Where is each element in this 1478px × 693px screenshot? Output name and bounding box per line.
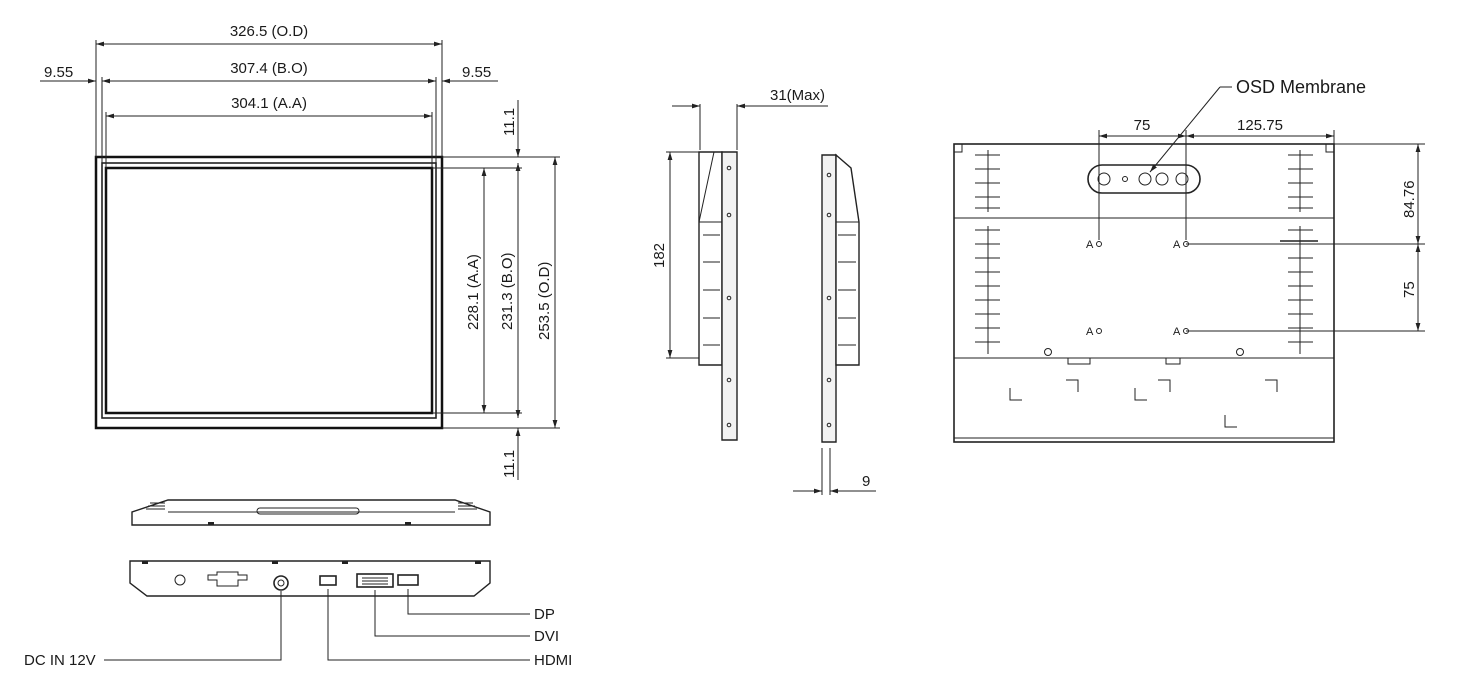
rear-outer-frame	[953, 143, 1335, 443]
front-aa-width-label: 304.1 (A.A)	[231, 95, 307, 112]
rear-vesa-vertical-label: 75	[1401, 281, 1418, 298]
side-thickness-label: 9	[862, 473, 870, 490]
hole-label-2: A	[1173, 239, 1181, 251]
dc-in-port	[273, 575, 289, 591]
osd-right-button	[1175, 172, 1189, 186]
connector-edge-view	[129, 560, 491, 597]
side-depth-label: 31(Max)	[770, 87, 825, 104]
dp-label: DP	[534, 606, 555, 623]
rear-vesa-offset-label: 125.75	[1237, 117, 1283, 134]
hole-label-3: A	[1086, 326, 1094, 338]
side-height-label: 182	[651, 243, 668, 268]
hdmi-label: HDMI	[534, 652, 572, 669]
dc-in-label: DC IN 12V	[24, 652, 96, 669]
hole-label-1: A	[1086, 239, 1094, 251]
osd-menu-button	[1155, 172, 1169, 186]
hdmi-port	[319, 575, 337, 586]
dvi-port	[356, 573, 394, 588]
rear-left-vents	[975, 150, 1000, 354]
vesa-mount-holes: A A A A	[1086, 239, 1189, 338]
rear-vesa-horizontal-label: 75	[1134, 117, 1151, 134]
rear-view: OSD Membrane 75 125.75 A A A A 84.76 75	[953, 77, 1425, 443]
front-view: 326.5 (O.D) 307.4 (B.O) 9.55 9.55 304.1 …	[40, 23, 560, 480]
osd-membrane-label: OSD Membrane	[1236, 77, 1366, 97]
front-aa-height-label: 228.1 (A.A)	[465, 254, 482, 330]
side-left-profile	[698, 151, 723, 366]
vga-port	[207, 571, 248, 587]
hole-label-4: A	[1173, 326, 1181, 338]
rear-right-vents	[1288, 150, 1313, 354]
front-od-height-label: 253.5 (O.D)	[536, 262, 553, 340]
connector-callouts: DP DVI HDMI DC IN 12V	[24, 589, 572, 669]
top-edge-view	[131, 499, 491, 526]
front-left-margin-label: 9.55	[44, 64, 73, 81]
front-bezel-opening	[101, 162, 437, 419]
front-od-width-label: 326.5 (O.D)	[230, 23, 308, 40]
front-right-margin-label: 9.55	[462, 64, 491, 81]
rear-vesa-top-label: 84.76	[1401, 180, 1418, 218]
audio-port	[174, 574, 186, 586]
front-active-area	[104, 166, 434, 415]
side-view: 31(Max) 182	[651, 87, 876, 495]
front-outer-frame	[94, 155, 444, 430]
side-right-profile	[821, 154, 837, 443]
front-bo-width-label: 307.4 (B.O)	[230, 60, 308, 77]
osd-power-button	[1097, 172, 1111, 186]
front-bo-height-label: 231.3 (B.O)	[499, 252, 516, 330]
front-bottom-margin-label: 11.1	[501, 450, 518, 478]
osd-left-button	[1138, 172, 1152, 186]
osd-led	[1122, 176, 1128, 182]
dp-port	[397, 574, 419, 586]
dvi-label: DVI	[534, 628, 559, 645]
osd-membrane-panel	[1087, 164, 1201, 194]
front-top-margin-label: 11.1	[501, 108, 518, 136]
